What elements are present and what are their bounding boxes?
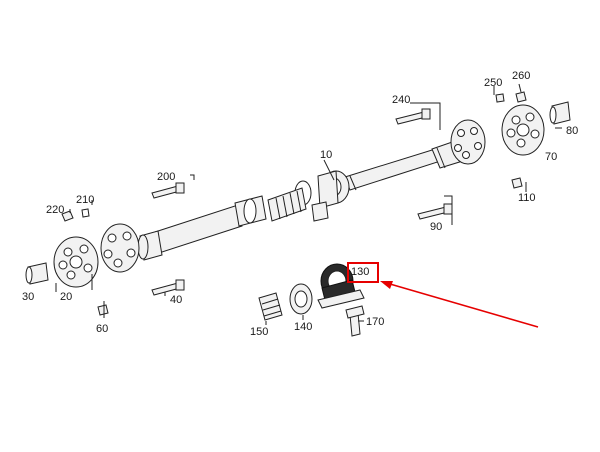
highlight-box (347, 262, 379, 283)
part-labels: 10 20 30 40 60 70 80 90 110 130 140 150 … (22, 70, 578, 338)
leader-lines (55, 83, 562, 325)
label-40: 40 (170, 294, 182, 306)
front-flex-disc (53, 223, 140, 288)
label-130: 130 (351, 266, 369, 278)
label-80: 80 (566, 125, 578, 137)
label-260: 260 (512, 70, 530, 82)
highlight-arrow-head (380, 281, 393, 289)
label-170: 170 (366, 316, 384, 328)
label-140: 140 (294, 321, 312, 333)
rear-centering-sleeve (549, 101, 571, 125)
highlight-arrow-line (389, 283, 539, 328)
label-10: 10 (320, 149, 332, 161)
label-250: 250 (484, 77, 502, 89)
label-220: 220 (46, 204, 64, 216)
label-20: 20 (60, 291, 72, 303)
label-110: 110 (518, 192, 536, 204)
label-200: 200 (157, 171, 175, 183)
highlight-annotation (347, 262, 539, 328)
center-bearing-assembly (258, 263, 365, 337)
label-150: 150 (250, 326, 268, 338)
label-210: 210 (76, 194, 94, 206)
rear-fasteners (395, 91, 527, 220)
label-60: 60 (96, 323, 108, 335)
rear-flex-disc (450, 104, 545, 165)
front-centering-sleeve (25, 262, 49, 285)
propeller-shaft (137, 139, 467, 261)
label-240: 240 (392, 94, 410, 106)
label-30: 30 (22, 291, 34, 303)
label-70: 70 (545, 151, 557, 163)
label-90: 90 (430, 221, 442, 233)
front-fasteners (61, 182, 185, 316)
